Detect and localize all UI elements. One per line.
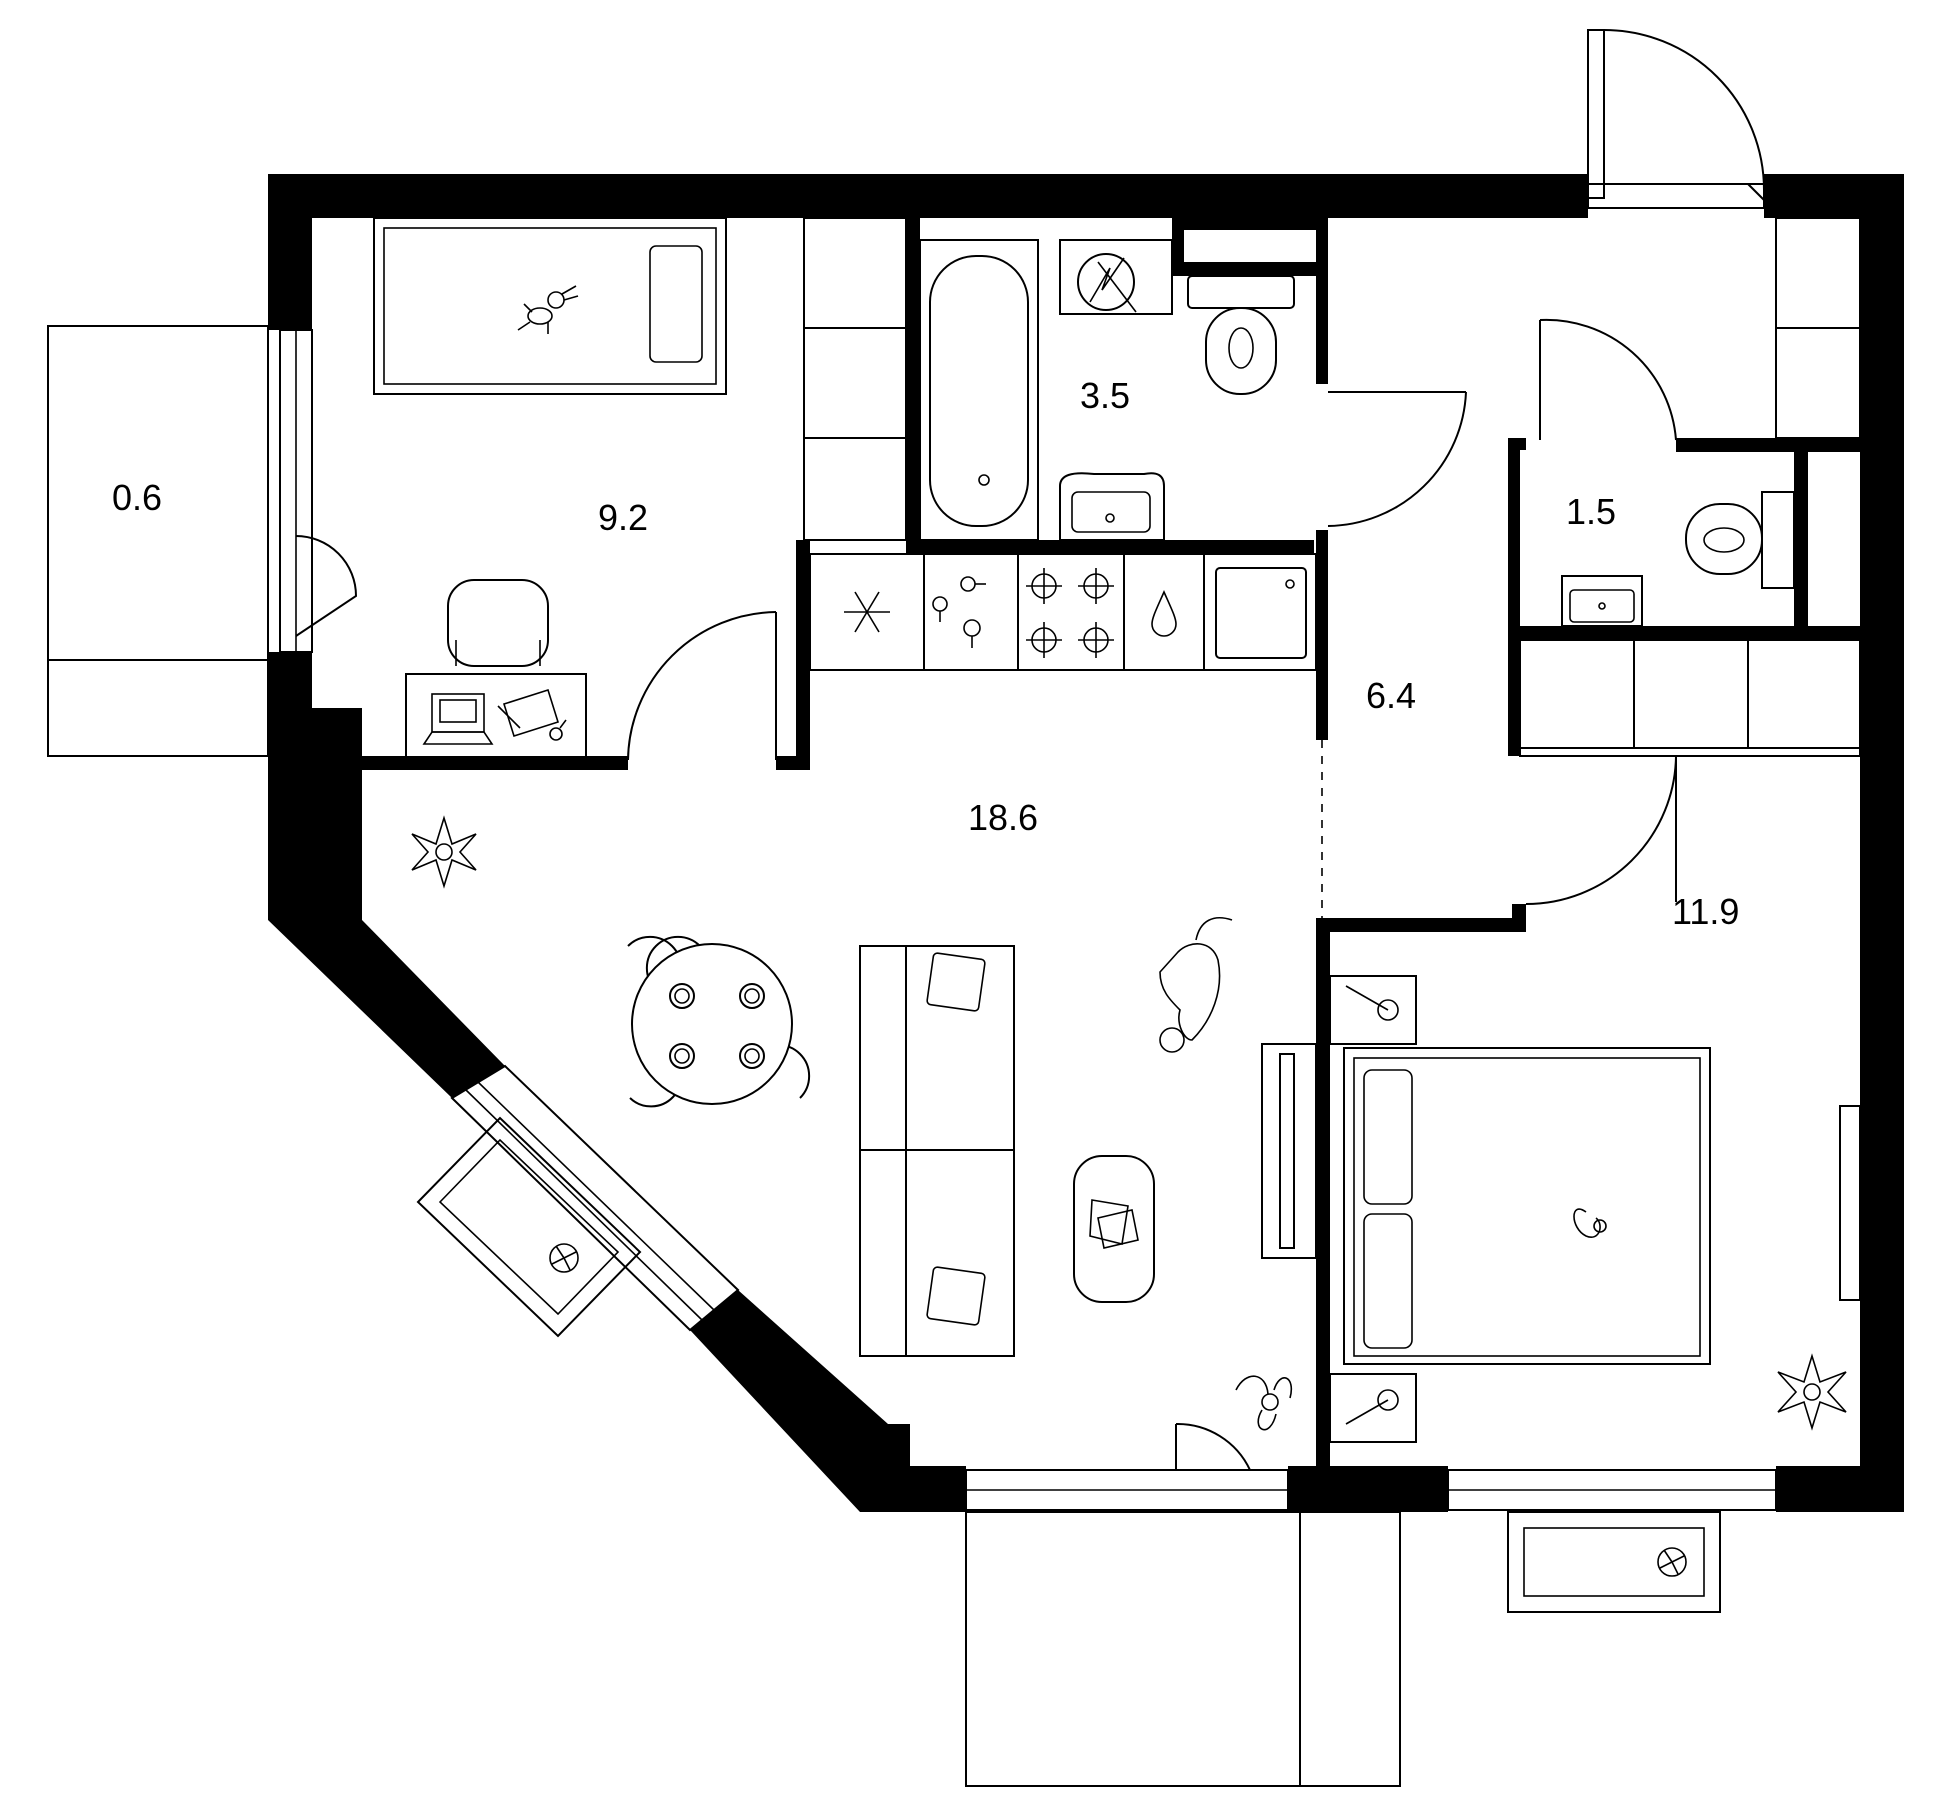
fan-icon (1657, 1547, 1687, 1577)
mixer-icon (932, 576, 986, 648)
dog-icon (1159, 916, 1233, 1053)
cat-icon (1573, 1208, 1607, 1238)
washbasin (1059, 472, 1165, 541)
room-area-bathroom: 3.5 (1080, 375, 1130, 416)
entrance-door (1587, 29, 1765, 201)
room-area-kids-room: 9.2 (598, 497, 648, 538)
wc-fixtures (1561, 491, 1795, 627)
living-furniture (411, 815, 1293, 1431)
bathroom-fixtures (919, 239, 1295, 541)
plant-icon (411, 815, 477, 889)
wardrobes (803, 217, 1861, 757)
sink-drop-icon (1151, 590, 1177, 637)
sofa (859, 945, 1015, 1357)
fan-icon (549, 1243, 579, 1273)
room-labels: 0.6 9.2 3.5 1.5 6.4 18.6 11.9 (112, 375, 1739, 932)
kids-room-furniture (373, 217, 727, 759)
room-area-hallway: 6.4 (1366, 675, 1416, 716)
dining-set (627, 935, 811, 1108)
kitchen-counter (809, 553, 1317, 671)
toilet (1187, 275, 1295, 395)
windows (279, 183, 1777, 1511)
room-area-wc: 1.5 (1566, 491, 1616, 532)
lamp-icon (1345, 985, 1399, 1425)
stove-icon (1026, 568, 1114, 658)
double-bed (1343, 1047, 1711, 1365)
interior-doors (295, 318, 1677, 1471)
room-area-living-kitchen: 18.6 (968, 797, 1038, 838)
coffee-table (1073, 1155, 1155, 1303)
room-area-bedroom: 11.9 (1672, 891, 1739, 932)
room-area-balcony-left: 0.6 (112, 477, 162, 518)
balconies (47, 325, 1721, 1787)
outer-walls (268, 174, 1904, 1512)
washing-machine (1059, 239, 1173, 315)
notebook (497, 688, 567, 741)
plant-icon (1777, 1353, 1847, 1431)
inner-walls (360, 218, 1860, 1466)
fridge-snowflake-icon (844, 591, 890, 633)
kitchen-sink (1215, 567, 1307, 659)
teddy-icon (517, 285, 579, 334)
bedroom-furniture (1261, 975, 1861, 1443)
laptop-icon (422, 693, 494, 745)
plant-icon (1235, 1375, 1293, 1431)
desk (405, 579, 587, 759)
